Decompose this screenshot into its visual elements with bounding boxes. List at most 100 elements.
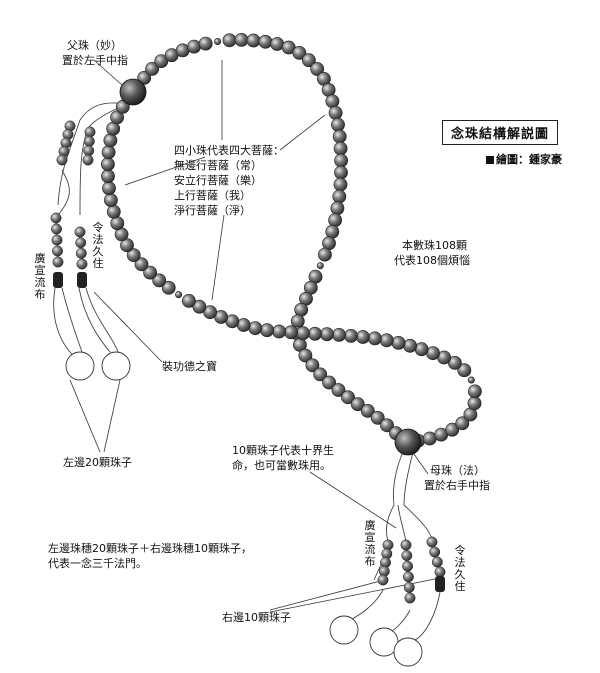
main-bead (192, 299, 207, 314)
main-bead (143, 265, 157, 280)
mother-bead-label: 母珠（法） (430, 464, 485, 477)
right-tassel-string (397, 504, 407, 543)
ten-beads-meaning-label: 命，也可當數珠用。 (232, 459, 331, 472)
tassel-strings (53, 102, 441, 667)
bullet-square-icon (486, 156, 494, 164)
diagram-credit: 繪圖：鍾家豪 (486, 151, 562, 167)
main-bead (455, 416, 470, 431)
main-bead (248, 321, 263, 335)
left-tassel-bead (51, 234, 63, 246)
right-tassel-bead (431, 556, 443, 568)
main-bead (467, 396, 482, 411)
left-tassel-bead (50, 212, 62, 224)
father-bead-label: 父珠（妙） (67, 39, 122, 52)
credit-text: 繪圖：鍾家豪 (496, 153, 562, 166)
spread-widely-left-label: 廣宣流布 (34, 252, 46, 301)
bodhisattva-2-label: 安立行菩薩（樂） (174, 174, 262, 187)
main-bead (294, 302, 309, 317)
right-10-beads-label: 右邊10顆珠子 (222, 611, 291, 624)
small-bodhisattva-bead (214, 37, 222, 45)
leader-line (103, 379, 121, 453)
small-bodhisattva-bead (316, 262, 324, 270)
left-20-beads-label: 左邊20顆珠子 (63, 456, 132, 469)
right-tassel-bead (426, 536, 438, 548)
main-bead (350, 397, 365, 412)
main-bead (330, 201, 345, 216)
main-bead (181, 293, 196, 308)
right-tassel-string (389, 609, 411, 633)
main-bead (344, 328, 358, 343)
main-bead (298, 348, 313, 363)
main-bead (187, 39, 201, 54)
four-small-beads-heading: 四小珠代表四大菩薩： (174, 144, 284, 157)
main-bead (333, 177, 348, 192)
main-bead (102, 181, 116, 196)
tassel-ring (393, 637, 423, 667)
tassel-ring (329, 615, 359, 645)
main-bead (104, 193, 118, 207)
main-bead (234, 33, 249, 47)
main-bead (379, 333, 394, 348)
main-bead (370, 410, 385, 425)
tassel-end-cap (435, 576, 445, 592)
main-bead (331, 117, 345, 132)
leader-line (93, 291, 163, 363)
bodhisattva-3-label: 上行菩薩（我） (174, 189, 251, 202)
combination-meaning-label: 代表一念三千法門。 (48, 557, 147, 570)
main-bead (198, 36, 213, 51)
leader-line (93, 59, 123, 86)
main-bead (101, 145, 116, 160)
main-bead (328, 213, 342, 227)
left-tassel-string (53, 287, 79, 361)
left-tassel-bead (51, 223, 62, 235)
main-bead (246, 33, 261, 48)
main-bead (457, 363, 472, 378)
left-tassel-bead (76, 258, 88, 270)
right-tassel-string (349, 589, 384, 621)
combination-label: 左邊珠穗20顆珠子＋右邊珠穗10顆珠子， (48, 542, 252, 555)
right-tassel-string (414, 591, 441, 641)
right-tassel-string (403, 451, 414, 506)
right-tassel-bead (377, 574, 389, 586)
left-tassel-string (78, 287, 111, 353)
mother-bead-position-label: 置於右手中指 (424, 479, 490, 492)
right-tassel-string (392, 451, 404, 506)
main-bead (332, 327, 346, 342)
tassel-beads (50, 120, 446, 604)
main-bead (258, 34, 273, 49)
leader-line (309, 471, 397, 529)
main-bead (325, 224, 340, 239)
main-bead (296, 326, 310, 341)
small-bodhisattva-bead (175, 291, 183, 299)
main-bead (325, 94, 340, 109)
left-tassel-bead (56, 154, 68, 166)
left-tassel-string (61, 287, 83, 353)
leader-line (124, 156, 206, 186)
tassel-ring (65, 351, 95, 381)
left-tassel-bead (52, 256, 64, 268)
right-tassel-bead (403, 581, 415, 593)
right-tassel-bead (429, 546, 441, 558)
dharma-endure-left-label: 令法久住 (92, 221, 104, 270)
dharma-endure-right-label: 令法久住 (454, 544, 466, 593)
right-tassel-bead (434, 566, 446, 578)
main-bead-loop (101, 33, 482, 456)
main-bead (360, 403, 375, 418)
left-tassel-bead (75, 247, 87, 259)
main-bead (355, 330, 370, 344)
main-bead (308, 326, 322, 341)
left-tassel-bead (52, 245, 63, 257)
main-bead (154, 54, 169, 68)
main-bead (333, 141, 348, 156)
adorn-merit-label: 裝功德之寶 (162, 360, 217, 373)
spread-widely-right-label: 廣宣流布 (364, 519, 376, 568)
father-bead-position-label: 置於左手中指 (62, 54, 128, 67)
main-bead (334, 153, 348, 168)
tassel-end-cap (53, 272, 63, 288)
right-tassel-bead (401, 550, 413, 562)
main-bead (272, 324, 286, 339)
tassel-end-cap (77, 272, 87, 288)
right-tassel-bead (402, 571, 414, 583)
leader-line (69, 379, 101, 453)
bodhisattva-4-label: 淨行菩薩（淨） (174, 204, 251, 217)
